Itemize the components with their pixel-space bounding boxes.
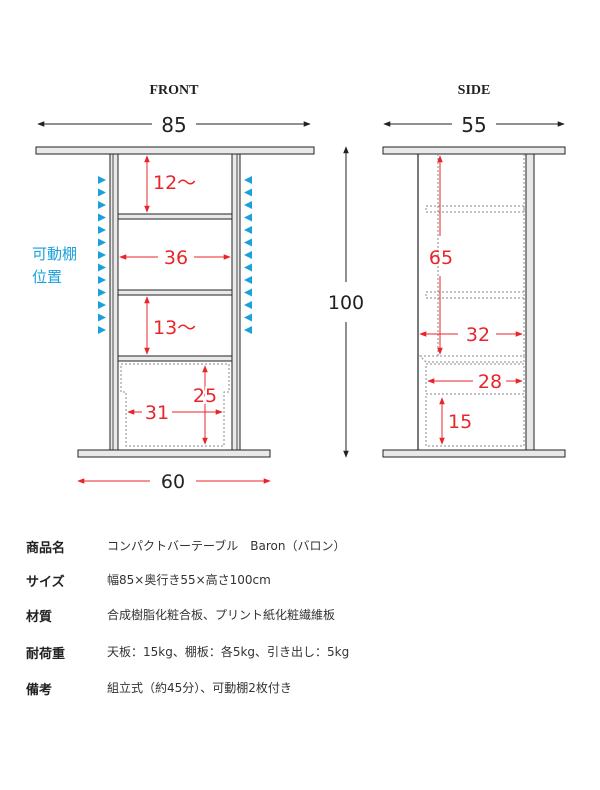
spec-row-load: 耐荷重 天板：15kg、棚板：各5kg、引き出し：5kg <box>0 643 600 663</box>
spec-row-size: サイズ 幅85×奥行き55×高さ100cm <box>0 571 600 591</box>
front-tabletop <box>35 146 315 155</box>
front-base <box>77 449 271 458</box>
right-pointing-triangle-icon <box>98 313 106 322</box>
left-pointing-triangle-icon <box>244 201 252 209</box>
right-pointing-triangle-icon <box>98 263 106 272</box>
right-pointing-triangle-icon <box>98 288 106 297</box>
left-pointing-triangle-icon <box>244 288 252 297</box>
side-inner-depth-label: 32 <box>466 324 490 346</box>
side-shelf-1 <box>425 205 525 213</box>
side-shelf-2 <box>425 291 525 299</box>
left-pointing-triangle-icon <box>244 238 252 247</box>
spec-value: 合成樹脂化粧合板、プリント紙化粧繊維板 <box>107 608 336 622</box>
left-pointing-triangle-icon <box>244 313 252 322</box>
left-pointing-triangle-icon <box>244 326 252 334</box>
side-tabletop <box>382 146 566 155</box>
side-drawer-depth-label: 28 <box>478 371 502 393</box>
height-dimension: 100 <box>328 146 364 458</box>
front-drawer-width-label: 31 <box>145 402 169 424</box>
right-pointing-triangle-icon <box>98 213 106 222</box>
left-pointing-triangle-icon <box>244 263 252 272</box>
right-pointing-triangle-icon <box>98 276 106 284</box>
side-shelf-3 <box>418 355 525 363</box>
spec-row-name: 商品名 コンパクトバーテーブル Baron（バロン） <box>0 537 600 557</box>
front-shelf-3 <box>117 355 233 362</box>
side-drawer-body <box>425 393 525 447</box>
right-pointing-triangle-icon <box>98 188 106 197</box>
front-right-panel <box>231 153 241 451</box>
left-pointing-triangle-icon <box>244 213 252 222</box>
right-pointing-triangle-icon <box>98 251 106 259</box>
left-pointing-triangle-icon <box>244 176 252 184</box>
left-pointing-triangle-icon <box>244 276 252 284</box>
front-view: FRONT 85 12〜 36 13〜 25 31 <box>32 83 315 493</box>
spec-label: 耐荷重 <box>26 647 66 662</box>
side-base <box>382 449 566 458</box>
right-pointing-triangle-icon <box>98 326 106 334</box>
front-title: FRONT <box>150 83 200 98</box>
side-drawer-height-label: 15 <box>448 411 472 433</box>
front-shelf-span-label: 36 <box>164 247 188 269</box>
front-width-label: 85 <box>161 113 186 137</box>
spec-value: 組立式（約45分）、可動棚2枚付き <box>107 681 292 695</box>
shelf-position-markers-right <box>244 176 252 334</box>
right-pointing-triangle-icon <box>98 201 106 209</box>
left-pointing-triangle-icon <box>244 188 252 197</box>
front-shelf-1 <box>117 213 233 220</box>
right-pointing-triangle-icon <box>98 301 106 309</box>
front-drawer-outline <box>120 363 230 447</box>
front-lower-gap-label: 13〜 <box>153 317 196 339</box>
shelf-position-label-line1: 可動棚 <box>32 245 77 263</box>
spec-value: コンパクトバーテーブル Baron（バロン） <box>107 539 346 553</box>
right-pointing-triangle-icon <box>98 238 106 247</box>
left-pointing-triangle-icon <box>244 301 252 309</box>
front-drawer-height-label: 25 <box>193 385 217 407</box>
spec-label: 材質 <box>26 610 53 625</box>
front-base-label: 60 <box>161 471 185 493</box>
spec-row-notes: 備考 組立式（約45分）、可動棚2枚付き <box>0 679 600 699</box>
side-title: SIDE <box>458 83 491 98</box>
side-drawer-front <box>425 363 525 395</box>
height-label: 100 <box>328 292 364 314</box>
side-inner-height-label: 65 <box>429 247 453 269</box>
spec-label: サイズ <box>26 575 65 590</box>
side-view: SIDE 55 65 32 28 15 <box>382 83 566 458</box>
dimension-diagram: FRONT 85 12〜 36 13〜 25 31 <box>32 83 566 493</box>
front-left-panel <box>109 153 119 451</box>
shelf-position-label-line2: 位置 <box>32 268 62 286</box>
left-pointing-triangle-icon <box>244 226 252 234</box>
spec-label: 備考 <box>26 683 53 698</box>
right-pointing-triangle-icon <box>98 226 106 234</box>
front-shelf-2 <box>117 289 233 296</box>
side-depth-label: 55 <box>461 113 486 137</box>
spec-row-material: 材質 合成樹脂化粧合板、プリント紙化粧繊維板 <box>0 606 600 626</box>
right-pointing-triangle-icon <box>98 176 106 184</box>
spec-label: 商品名 <box>26 541 66 556</box>
front-top-gap-label: 12〜 <box>153 172 196 194</box>
left-pointing-triangle-icon <box>244 251 252 259</box>
shelf-position-markers-left <box>98 176 106 334</box>
side-front-panel <box>525 153 535 451</box>
spec-value: 天板：15kg、棚板：各5kg、引き出し：5kg <box>107 645 350 659</box>
spec-value: 幅85×奥行き55×高さ100cm <box>107 573 271 587</box>
